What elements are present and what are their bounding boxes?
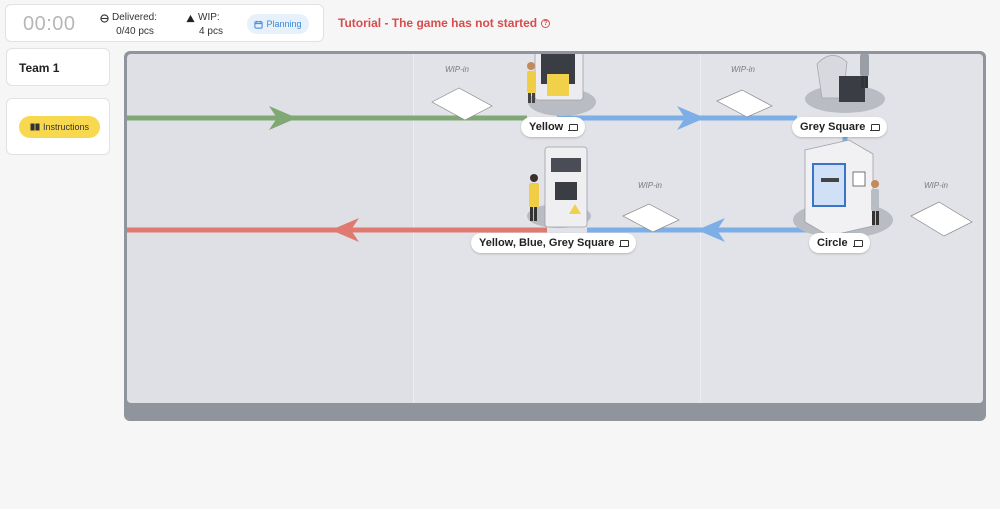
wip-in-label: WIP-in: [731, 65, 755, 74]
planning-badge[interactable]: Planning: [247, 14, 309, 34]
team-card: Team 1: [6, 48, 110, 86]
wip-bin-icon[interactable]: [716, 89, 773, 118]
delivered-value: 0/40 pcs: [116, 26, 154, 37]
instructions-label: Instructions: [42, 122, 90, 132]
wip-bin-icon[interactable]: [622, 203, 680, 233]
machine-grey-square-icon[interactable]: [805, 54, 885, 113]
flow-arrow-icon: [331, 218, 359, 242]
wip-in-label: WIP-in: [445, 65, 469, 74]
flow-layer: [127, 54, 973, 242]
wip-bin-icon[interactable]: [431, 87, 493, 121]
flow-arrow-icon: [677, 106, 705, 130]
game-timer: 00:00: [23, 13, 76, 35]
station-name: Circle: [817, 237, 848, 249]
flow-arrow-icon: [269, 106, 297, 130]
planning-label: Planning: [266, 19, 302, 29]
station-label-circle[interactable]: Circle: [809, 233, 870, 253]
stats-panel: 00:00 Delivered: 0/40 pcs WIP: 4 pcs Pla…: [5, 4, 324, 42]
wip-value: 4 pcs: [199, 26, 223, 37]
station-name: Yellow, Blue, Grey Square: [479, 237, 615, 249]
instructions-button[interactable]: Instructions: [19, 116, 100, 138]
machine-circle-icon[interactable]: [793, 139, 893, 238]
factory-floor: WIP-in WIP-in WIP-in WIP-in Yellow Grey …: [127, 54, 983, 403]
station-name: Grey Square: [800, 121, 866, 133]
laptop-icon[interactable]: [870, 123, 881, 131]
laptop-icon[interactable]: [852, 239, 863, 247]
machine-assembly-icon[interactable]: [527, 146, 591, 228]
factory-board: WIP-in WIP-in WIP-in WIP-in Yellow Grey …: [124, 51, 986, 421]
game-status-message: Tutorial - The game has not started ?: [338, 16, 551, 30]
machine-yellow-icon[interactable]: [527, 54, 596, 116]
station-label-yellow[interactable]: Yellow: [521, 117, 586, 137]
calendar-icon: [254, 20, 264, 29]
delivered-icon: [100, 13, 109, 23]
book-icon: [30, 123, 40, 131]
laptop-icon[interactable]: [619, 239, 630, 247]
wip-stat: WIP: 4 pcs: [186, 11, 236, 39]
instructions-card: Instructions: [6, 98, 110, 155]
station-label-grey-square[interactable]: Grey Square: [792, 117, 888, 137]
wip-in-label: WIP-in: [638, 181, 662, 190]
station-name: Yellow: [529, 121, 564, 133]
team-name: Team 1: [19, 61, 60, 75]
wip-label: WIP:: [198, 12, 220, 23]
laptop-icon[interactable]: [568, 123, 579, 131]
delivered-label: Delivered:: [112, 12, 158, 23]
flow-arrow-icon: [697, 218, 725, 242]
wip-triangle-icon: [186, 14, 195, 22]
info-icon[interactable]: ?: [541, 18, 551, 28]
wip-bin-icon[interactable]: [910, 201, 973, 237]
wip-in-label: WIP-in: [924, 181, 948, 190]
delivered-stat: Delivered: 0/40 pcs: [100, 11, 170, 39]
station-label-assembly[interactable]: Yellow, Blue, Grey Square: [471, 233, 637, 253]
status-text: Tutorial - The game has not started: [338, 16, 538, 30]
